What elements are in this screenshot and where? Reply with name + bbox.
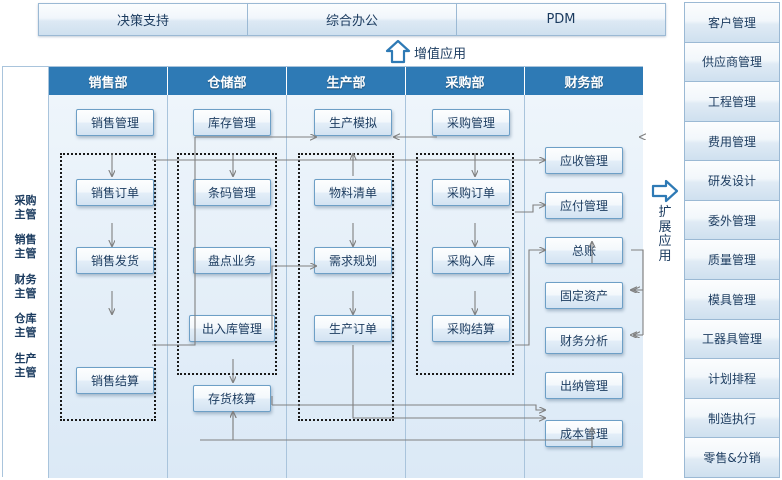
up-arrow-icon [385, 39, 411, 64]
department-header-row: 销售部 仓储部 生产部 采购部 财务部 [49, 67, 643, 95]
extension-flow: 扩展应用 [648, 178, 682, 264]
extension-item-rnd-design[interactable]: 研发设计 [685, 161, 779, 201]
module-sales-settlement[interactable]: 销售结算 [76, 367, 154, 394]
erp-core-frame: 采购 主管 销售 主管 财务 主管 仓库 主管 生产 主管 销售部 仓储部 [2, 66, 643, 478]
module-receivable-management[interactable]: 应收管理 [545, 147, 623, 174]
department-header-production: 生产部 [287, 67, 406, 95]
topbar-item-decision-support[interactable]: 决策支持 [39, 4, 248, 35]
role-item-sales-manager: 销售 主管 [14, 233, 37, 260]
role-sidebar: 采购 主管 销售 主管 财务 主管 仓库 主管 生产 主管 [3, 67, 49, 478]
module-sales-order[interactable]: 销售订单 [76, 179, 154, 206]
extension-item-tooling-management[interactable]: 工器具管理 [685, 319, 779, 360]
value-added-flow: 增值应用 [385, 39, 466, 65]
module-bill-of-materials[interactable]: 物料清单 [314, 179, 392, 206]
value-added-label: 增值应用 [414, 46, 467, 62]
extension-item-mold-management[interactable]: 模具管理 [685, 280, 779, 320]
department-header-purchasing: 采购部 [406, 67, 525, 95]
extension-module-list: 客户管理 供应商管理 工程管理 费用管理 研发设计 委外管理 质量管理 模具管理… [684, 2, 780, 478]
extension-flow-label: 扩展应用 [658, 205, 672, 264]
module-sales-delivery[interactable]: 销售发货 [76, 247, 154, 274]
topbar-item-integrated-office[interactable]: 综合办公 [248, 4, 457, 35]
department-column-production: 生产模拟 物料清单 需求规划 生产订单 [287, 95, 406, 478]
module-cost-management[interactable]: 成本管理 [545, 420, 623, 447]
extension-item-customer-management[interactable]: 客户管理 [685, 3, 779, 43]
module-demand-planning[interactable]: 需求规划 [314, 247, 392, 274]
module-inbound-outbound-management[interactable]: 出入库管理 [189, 315, 275, 342]
department-header-sales: 销售部 [49, 67, 168, 95]
department-column-purchasing: 采购管理 采购订单 采购入库 采购结算 [406, 95, 525, 478]
extension-item-supplier-management[interactable]: 供应商管理 [685, 42, 779, 83]
extension-item-project-management[interactable]: 工程管理 [685, 82, 779, 122]
extension-item-quality-management[interactable]: 质量管理 [685, 240, 779, 281]
module-fixed-assets[interactable]: 固定资产 [545, 282, 623, 309]
module-financial-analysis[interactable]: 财务分析 [545, 327, 623, 354]
extension-item-planning-scheduling[interactable]: 计划排程 [685, 359, 779, 399]
top-application-bar: 决策支持 综合办公 PDM [38, 3, 666, 36]
module-inventory-accounting[interactable]: 存货核算 [193, 385, 271, 412]
module-barcode-management[interactable]: 条码管理 [193, 179, 271, 206]
extension-item-retail-distribution[interactable]: 零售&分销 [685, 438, 779, 477]
module-stocktaking-business[interactable]: 盘点业务 [193, 247, 271, 274]
module-purchase-order[interactable]: 采购订单 [432, 179, 510, 206]
extension-item-manufacturing-execution[interactable]: 制造执行 [685, 398, 779, 439]
module-purchase-management[interactable]: 采购管理 [432, 109, 510, 136]
module-production-order[interactable]: 生产订单 [314, 315, 392, 342]
right-arrow-icon [651, 179, 679, 203]
module-purchase-inbound[interactable]: 采购入库 [432, 247, 510, 274]
department-column-finance: 应收管理 应付管理 总账 固定资产 财务分析 出纳管理 成本管理 [525, 95, 643, 478]
role-item-purchasing-manager: 采购 主管 [14, 193, 37, 221]
department-header-warehouse: 仓储部 [168, 67, 287, 95]
department-column-warehouse: 库存管理 条码管理 盘点业务 出入库管理 存货核算 [168, 95, 287, 478]
department-column-sales: 销售管理 销售订单 销售发货 销售结算 [49, 95, 168, 478]
module-sales-management[interactable]: 销售管理 [76, 109, 154, 136]
topbar-item-pdm[interactable]: PDM [546, 12, 576, 27]
role-item-production-manager: 生产 主管 [14, 351, 37, 379]
role-item-finance-manager: 财务 主管 [14, 272, 37, 300]
module-general-ledger[interactable]: 总账 [545, 237, 623, 264]
module-purchase-settlement[interactable]: 采购结算 [432, 315, 510, 342]
module-production-simulation[interactable]: 生产模拟 [314, 109, 392, 136]
extension-item-outsourcing-management[interactable]: 委外管理 [685, 200, 779, 241]
extension-item-expense-management[interactable]: 费用管理 [685, 121, 779, 162]
department-body: 销售管理 销售订单 销售发货 销售结算 库存管理 条码管理 盘点业务 出入库管理… [49, 95, 643, 478]
module-payable-management[interactable]: 应付管理 [545, 192, 623, 219]
role-item-warehouse-manager: 仓库 主管 [14, 312, 37, 339]
department-header-finance: 财务部 [525, 67, 643, 95]
module-inventory-management[interactable]: 库存管理 [193, 109, 271, 136]
module-cashier-management[interactable]: 出纳管理 [545, 372, 623, 399]
